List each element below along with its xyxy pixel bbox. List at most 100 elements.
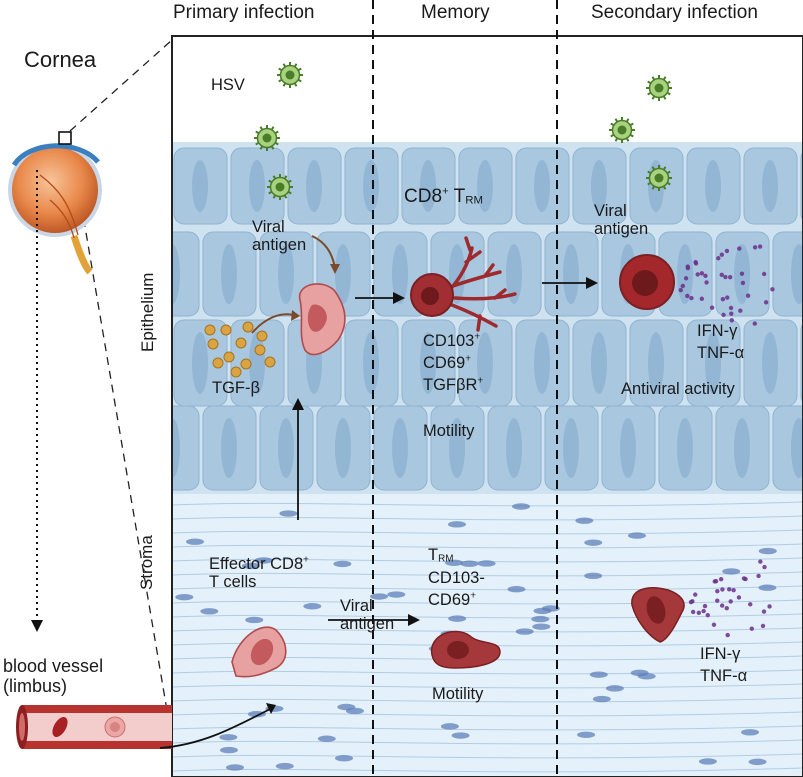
keratocyte <box>575 517 594 524</box>
hsv-viruses <box>254 62 672 200</box>
cytokine-dot <box>739 271 745 276</box>
cytokine-dot <box>728 305 734 311</box>
cytokine-dot <box>721 312 726 318</box>
cell-nucleus <box>172 418 180 478</box>
cytokine-dot <box>723 274 728 280</box>
cytokine-dot <box>713 578 719 584</box>
cytokine-dot <box>740 280 746 286</box>
virus-core <box>617 125 627 135</box>
cytokine-dot <box>758 559 763 564</box>
cell-nucleus <box>591 160 607 212</box>
cytokine-dot <box>689 295 694 301</box>
trm-cell-stroma <box>431 630 501 669</box>
extravasation-arrow <box>159 707 273 749</box>
cytokine-dot <box>678 287 684 293</box>
cytokine-dot <box>720 587 725 592</box>
header-memory: Memory <box>421 2 490 23</box>
collagen-fiber <box>172 683 803 689</box>
effector-t-cell <box>231 626 287 678</box>
cytokine-dot <box>748 602 753 607</box>
cytokine-dot <box>762 564 767 570</box>
stroma-effector-secondary <box>631 587 685 643</box>
cytokine-dot <box>705 613 710 618</box>
cytokine-dot <box>719 252 725 257</box>
cell-nucleus <box>249 160 265 212</box>
blood-vessel-label: blood vessel (limbus) <box>3 656 104 697</box>
cytokine-dot <box>719 603 725 608</box>
keratocyte <box>387 591 406 598</box>
viral-antigen-primary-label: Viral antigen <box>252 218 307 255</box>
cytokine-dot <box>727 587 732 592</box>
cornea-label: Cornea <box>24 47 97 72</box>
keratocyte <box>275 762 294 770</box>
cytokine-dot <box>756 573 761 579</box>
collagen-fiber <box>172 543 803 549</box>
keratocyte <box>531 615 550 623</box>
ifn-gamma-stroma-label: IFN-γ <box>700 645 741 663</box>
cytokine-dot <box>727 274 733 280</box>
cytokine-dot <box>731 588 736 593</box>
keratocyte <box>335 755 354 762</box>
cytokine-dot <box>752 245 758 250</box>
keratocyte <box>532 623 551 630</box>
keratocyte <box>186 538 205 545</box>
cytokine-dot <box>701 608 706 614</box>
cell-nucleus <box>506 244 522 304</box>
eye-icon <box>8 131 102 275</box>
keratocyte <box>477 560 496 567</box>
collagen-fiber <box>172 739 803 745</box>
cell-nucleus <box>534 332 550 394</box>
blood-vessel-icon <box>16 705 172 749</box>
keratocyte <box>254 557 273 564</box>
keratocyte <box>370 593 389 600</box>
cell-nucleus <box>192 160 208 212</box>
tgf-beta-dot <box>254 344 266 356</box>
cell-nucleus <box>363 160 379 212</box>
cell-nucleus <box>420 332 436 394</box>
keratocyte <box>337 703 356 711</box>
cytokine-dot <box>693 592 698 597</box>
keratocyte <box>589 671 608 678</box>
cytokine-dot <box>757 244 763 249</box>
cell-nucleus <box>534 160 550 212</box>
cell-nucleus <box>477 160 493 212</box>
tgf-beta-label: TGF-β <box>212 379 260 397</box>
virus-core <box>285 70 295 80</box>
cytokine-dot <box>725 632 730 638</box>
cell-nucleus <box>221 244 237 304</box>
cell-nucleus <box>705 332 721 394</box>
tissue-panel <box>172 36 803 777</box>
cell-nucleus <box>791 244 803 304</box>
cytokine-dot <box>720 296 726 302</box>
viral-antigen-secondary-label: Viral antigen <box>594 202 649 239</box>
cytokine-dot <box>709 305 715 310</box>
tnf-alpha-stroma-label: TNF-α <box>700 667 748 685</box>
keratocyte <box>512 503 531 510</box>
marker-cd69: CD69+ <box>423 353 471 372</box>
cell-nucleus <box>221 418 237 478</box>
cytokine-dot <box>715 588 720 594</box>
cytokine-dot <box>763 300 769 305</box>
keratocyte <box>584 572 603 580</box>
keratocyte <box>175 593 194 601</box>
keratocyte <box>440 723 459 730</box>
keratocyte <box>451 732 470 739</box>
keratocyte <box>630 669 649 677</box>
keratocyte <box>447 521 466 528</box>
cytokine-dot <box>724 248 730 254</box>
collagen-fiber <box>172 571 803 577</box>
cell-nucleus <box>677 244 693 304</box>
epithelial-cells <box>172 147 803 491</box>
cytokine-dot <box>702 603 708 609</box>
cytokine-dot <box>749 626 755 631</box>
hsv-virus-icon <box>277 62 303 88</box>
tnf-alpha-epithelium-label: TNF-α <box>697 344 745 362</box>
tgf-beta-molecules <box>204 321 276 378</box>
cell-nucleus <box>762 160 778 212</box>
keratocyte <box>333 560 352 568</box>
keratocyte <box>460 560 479 567</box>
epithelium-label: Epithelium <box>138 272 157 352</box>
collagen-fiber <box>172 515 803 521</box>
collagen-fiber <box>172 585 803 591</box>
